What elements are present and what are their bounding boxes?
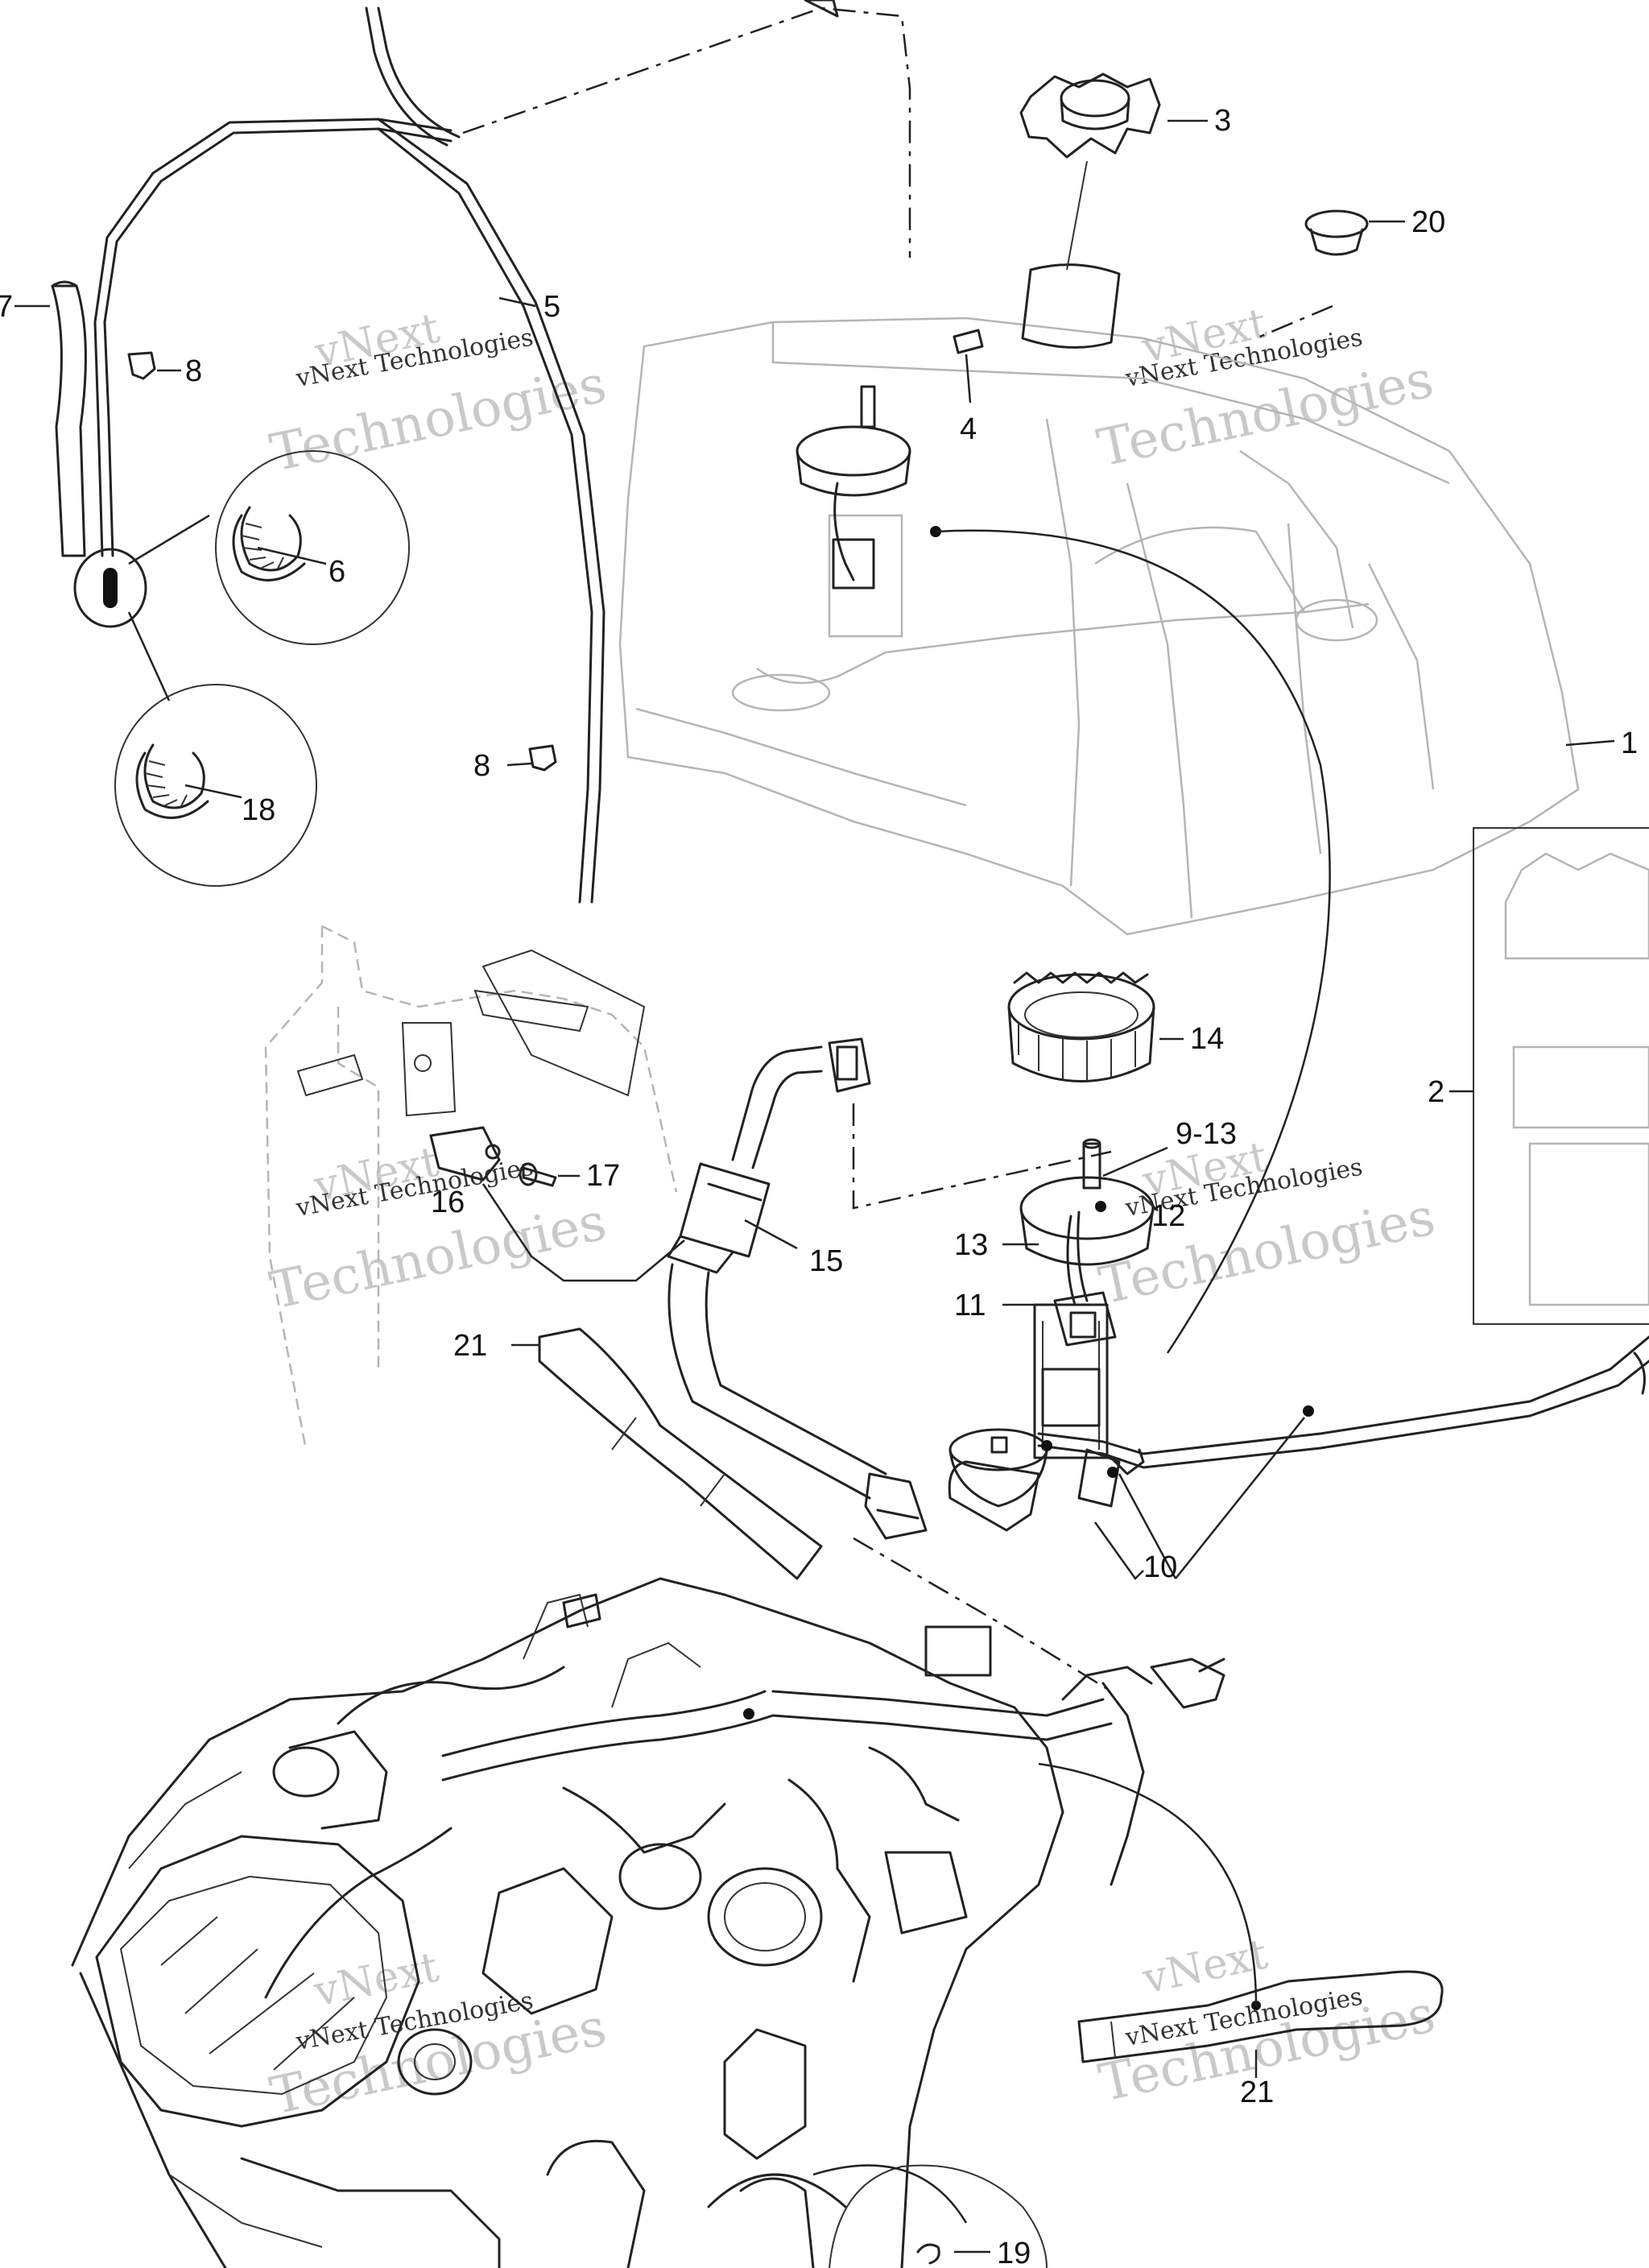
callout-21-lower: 21 (1240, 2076, 1274, 2109)
detail-19 (812, 2164, 1048, 2268)
callout-10: 10 (1143, 1550, 1177, 1584)
callout-18: 18 (242, 793, 275, 827)
callout-4: 4 (960, 412, 977, 446)
callout-5: 5 (543, 290, 560, 324)
watermarks: vNext Technologies vNext Technologies vN… (265, 300, 1440, 2127)
clip-upper (127, 351, 156, 380)
fuel-filter-hose (667, 1037, 1112, 1693)
callout-20: 20 (1411, 205, 1445, 239)
callout-17: 17 (586, 1159, 620, 1193)
callout-15: 15 (809, 1244, 843, 1278)
frame (264, 925, 678, 1451)
fuel-tank (618, 263, 1580, 936)
callout-11: 11 (954, 1289, 986, 1322)
callout-13: 13 (954, 1228, 988, 1262)
detail-circles (73, 450, 410, 887)
callout-8-lower: 8 (473, 749, 490, 783)
callout-6: 6 (329, 555, 345, 589)
leader-lines (14, 119, 1615, 2254)
bracket-16 (429, 1126, 685, 1282)
callout-16: 16 (431, 1186, 465, 1219)
tank-to-pump-arc (935, 529, 1331, 1354)
fuel-pump-assembly (948, 1138, 1649, 1532)
hose-21-lower (1038, 1762, 1444, 2063)
callouts: 3 20 4 5 7 8 6 18 8 1 2 14 9-13 12 13 11… (0, 104, 1638, 2268)
fuel-cap (1019, 72, 1161, 271)
callout-9-13: 9-13 (1176, 1117, 1237, 1151)
heat-shield-panel (1473, 827, 1649, 1325)
callout-2: 2 (1428, 1075, 1444, 1109)
clip-lower (528, 744, 557, 772)
callout-12: 12 (1151, 1199, 1185, 1233)
callout-1: 1 (1621, 726, 1638, 760)
grommet (1255, 209, 1369, 340)
callout-21-upper: 21 (453, 1329, 487, 1363)
engine (71, 1577, 1225, 2268)
callout-19: 19 (997, 2237, 1031, 2268)
callout-7: 7 (0, 290, 13, 324)
short-hose (51, 280, 87, 557)
callout-14: 14 (1190, 1022, 1224, 1056)
lock-ring (1007, 971, 1155, 1082)
callout-3: 3 (1214, 104, 1231, 138)
callout-8-upper: 8 (185, 354, 202, 388)
screw-17 (519, 1162, 557, 1187)
vent-hose (93, 0, 911, 904)
hose-21-upper (538, 1327, 823, 1580)
